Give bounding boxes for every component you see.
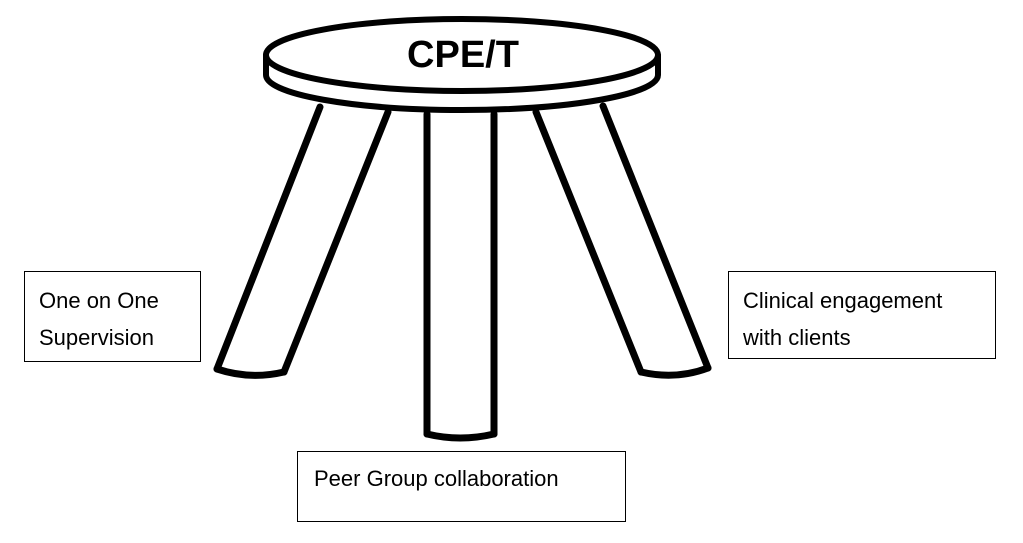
leg-label-line: One on One [39,288,159,313]
leg-label-left-box: One on One Supervision [24,271,201,362]
leg-left-inner-edge [280,108,392,376]
stool-leg-right [532,102,712,379]
stool-leg-left [213,103,392,379]
leg-label-line: Supervision [39,325,154,350]
leg-right-foot [637,364,712,379]
leg-label-line: with clients [743,325,851,350]
seat-label: CPE/T [407,34,519,76]
leg-center-foot [423,430,498,442]
leg-label-right-box: Clinical engagement with clients [728,271,996,359]
leg-right-inner-edge [532,108,645,376]
leg-left-foot [213,365,288,379]
leg-label-line: Clinical engagement [743,288,943,313]
stool-leg-center [423,110,498,442]
leg-left-outer-edge [213,103,324,373]
leg-label-center-box: Peer Group collaboration [297,451,626,522]
seat-top [263,16,661,94]
leg-right-outer-edge [599,102,712,372]
leg-label-line: Peer Group collaboration [314,466,559,491]
